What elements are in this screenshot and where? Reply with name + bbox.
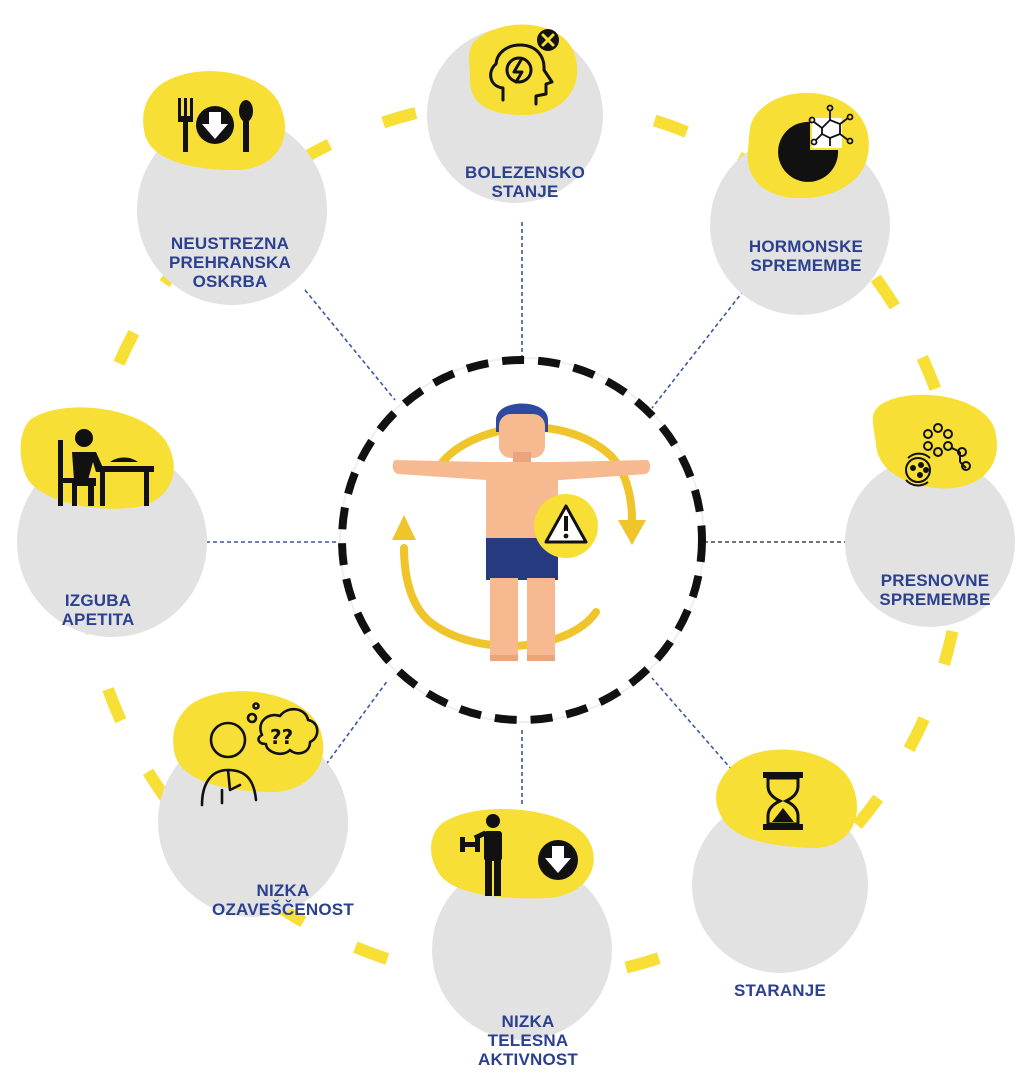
cycle-arrows-icon bbox=[400, 423, 636, 650]
label-metabolism-line: SPREMEMBE bbox=[879, 590, 991, 609]
cycle-arrow-bottom bbox=[400, 544, 600, 650]
connector-aging bbox=[651, 677, 733, 771]
label-awareness-line: NIZKA bbox=[256, 881, 310, 900]
label-aging: STARANJE bbox=[690, 981, 870, 1000]
person-foot-right bbox=[527, 655, 555, 661]
thinking-person-icon: ?? bbox=[200, 702, 319, 807]
blob-aging bbox=[716, 749, 857, 849]
label-nutrition-line: PREHRANSKA bbox=[169, 252, 291, 272]
person-neck bbox=[513, 452, 531, 464]
dumbbell-down-icon bbox=[460, 814, 578, 896]
cycle-arrow-top bbox=[436, 423, 636, 524]
cycle-arrowhead-right bbox=[618, 520, 646, 545]
center-dashed-ring bbox=[338, 356, 706, 724]
svg-text:??: ?? bbox=[270, 725, 293, 749]
label-appetite-line: APETITA bbox=[61, 610, 135, 629]
label-illness-line: STANJE bbox=[491, 182, 559, 201]
metabolism-molecule-icon bbox=[905, 423, 971, 487]
label-nutrition-line: OSKRBA bbox=[192, 271, 268, 291]
person-leg-right bbox=[527, 578, 555, 658]
connector-awareness bbox=[321, 679, 389, 771]
fork-spoon-down-icon bbox=[178, 98, 253, 152]
connector-nutrition bbox=[304, 289, 396, 401]
label-activity-line: NIZKA bbox=[501, 1011, 555, 1031]
warning-icon bbox=[534, 494, 598, 558]
circle-metabolism bbox=[845, 457, 1015, 627]
person-head bbox=[499, 414, 545, 458]
person-leg-left bbox=[490, 578, 518, 658]
label-activity-line: TELESNA bbox=[487, 1030, 569, 1050]
label-hormones-line: SPREMEMBE bbox=[750, 256, 862, 275]
circle-activity bbox=[432, 860, 612, 1040]
head-lightning-icon bbox=[489, 29, 559, 106]
hourglass-icon bbox=[763, 772, 803, 830]
label-appetite-line: IZGUBA bbox=[64, 591, 132, 610]
cycle-arrowhead-left bbox=[392, 515, 416, 540]
label-nutrition-line: NEUSTREZNA bbox=[170, 233, 290, 253]
label-aging-line: STARANJE bbox=[734, 980, 826, 1000]
label-awareness-line: OZAVEŠČENOST bbox=[212, 900, 354, 919]
connector-hormones bbox=[651, 284, 749, 409]
blob-metabolism bbox=[872, 394, 997, 489]
label-illness-line: BOLEZENSKO bbox=[464, 163, 586, 182]
person-foot-left bbox=[490, 655, 518, 661]
person-warning-cycle-icon bbox=[392, 403, 651, 661]
connectors bbox=[206, 222, 848, 804]
label-metabolism-line: PRESNOVNE bbox=[880, 571, 990, 590]
person-at-table-icon bbox=[58, 429, 154, 506]
blob-awareness bbox=[173, 691, 324, 793]
molecule-pie-icon bbox=[778, 104, 854, 182]
label-activity-line: AKTIVNOST bbox=[477, 1049, 579, 1069]
label-hormones-line: HORMONSKE bbox=[748, 237, 864, 256]
